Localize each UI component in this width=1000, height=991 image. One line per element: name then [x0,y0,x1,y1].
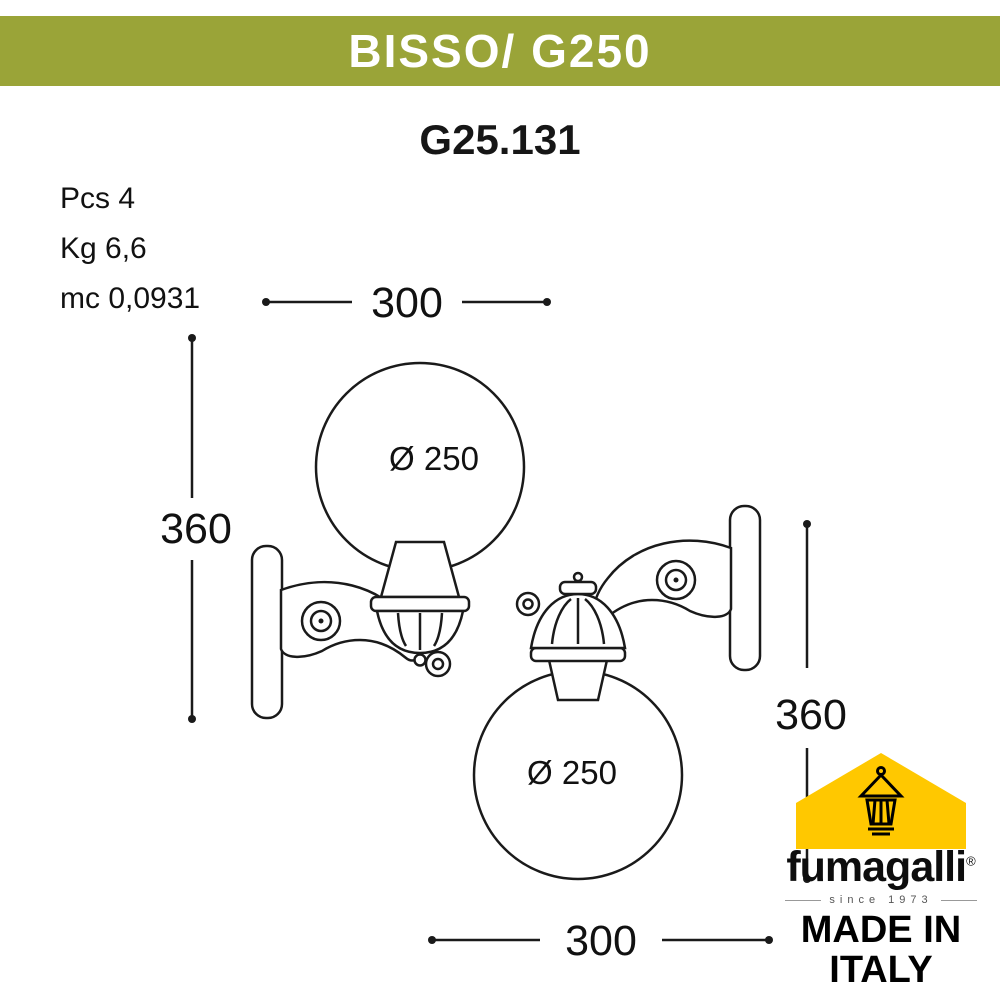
upper-finial [413,653,427,667]
dim-label-bottom-width: 300 [565,917,637,965]
registered-mark: ® [966,853,976,869]
brand-wordmark: fumagalli® [786,843,976,891]
spec-pcs: Pcs 4 [60,182,136,215]
upper-neck [379,540,461,599]
dimension-bottom-width [428,936,773,944]
product-series-title: BISSO/ G250 [348,25,652,77]
spec-kg: Kg 6,6 [60,232,147,265]
logo-crest [796,753,966,849]
dim-label-left-height: 360 [160,505,232,553]
upper-collar [369,595,471,613]
made-in-line1: MADE IN [800,909,962,951]
upper-wall-plate [250,544,284,720]
dim-label-top-width: 300 [371,279,443,327]
since-rule-left [785,899,822,901]
since-text: since 1973 [829,894,933,906]
fumagalli-logo: fumagalli® since 1973 MADE IN ITALY [764,748,998,989]
upper-lamp [250,361,526,720]
since-rule-right [940,899,977,901]
made-in-italy: MADE IN ITALY [764,909,998,991]
header-banner: BISSO/ G250 [0,16,1000,86]
spec-mc: mc 0,0931 [60,282,201,315]
dim-label-upper-globe-diameter: Ø 250 [389,440,479,477]
upper-bowl-flutes [396,612,444,650]
lower-collar [529,646,627,663]
lower-cap-flutes [550,598,606,645]
made-in-line2: ITALY [829,948,933,991]
dim-label-lower-globe-diameter: Ø 250 [527,754,617,791]
lantern-icon [857,766,905,836]
lower-top-button [572,571,584,583]
lower-lamp [472,504,762,881]
lower-top-knob [558,580,598,596]
dimension-left-height [188,334,196,723]
dim-label-right-height: 360 [775,691,847,739]
lower-neck [547,658,609,702]
since-line: since 1973 [764,894,998,906]
dimension-top-width [262,298,551,306]
spec-block: Pcs 4 Kg 6,6 mc 0,0931 [60,174,200,324]
model-number: G25.131 [419,116,581,163]
lower-wall-plate [728,504,762,672]
